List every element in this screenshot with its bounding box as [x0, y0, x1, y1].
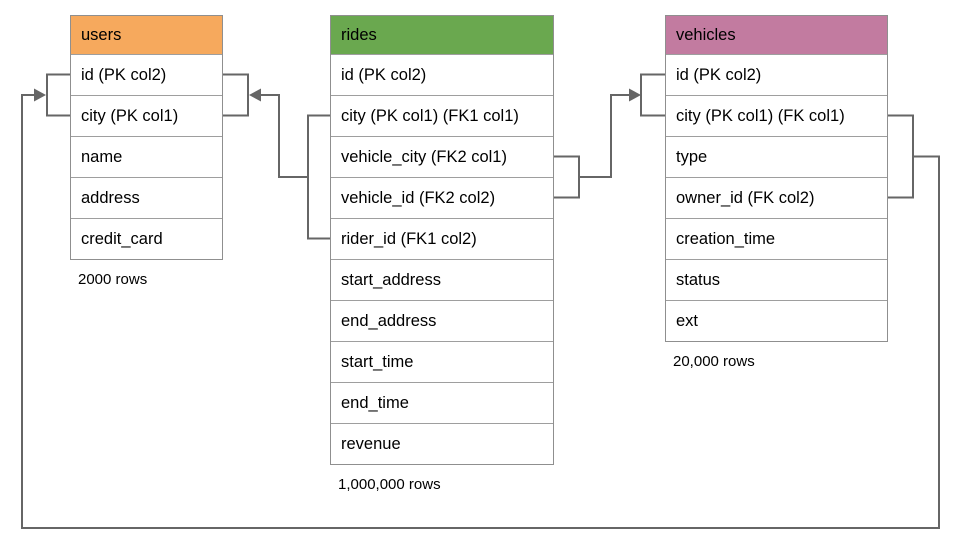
relationship-rides-to-users — [223, 73, 330, 240]
table-rides-header: rides — [331, 16, 553, 54]
column-row: city (PK col1) — [71, 95, 222, 136]
vehicles-row-count: 20,000 rows — [673, 353, 755, 370]
relationship-rides-to-vehicles — [554, 73, 665, 199]
column-row: end_address — [331, 300, 553, 341]
rides-left-bracket — [307, 114, 330, 240]
column-row: start_address — [331, 259, 553, 300]
rides-row-count: 1,000,000 rows — [338, 476, 441, 493]
arrowhead-right — [34, 88, 46, 102]
vehicles-left-bracket — [640, 73, 665, 117]
connector-line — [579, 94, 630, 178]
table-vehicles: vehicles id (PK col2) city (PK col1) (FK… — [665, 15, 888, 342]
column-row: id (PK col2) — [71, 54, 222, 95]
column-row: ext — [666, 300, 887, 341]
column-row: rider_id (FK1 col2) — [331, 218, 553, 259]
column-row: end_time — [331, 382, 553, 423]
relationship-vehicles-to-users — [21, 73, 940, 529]
column-row: credit_card — [71, 218, 222, 259]
users-left-bracket — [46, 73, 70, 117]
column-row: vehicle_city (FK2 col1) — [331, 136, 553, 177]
table-rides: rides id (PK col2) city (PK col1) (FK1 c… — [330, 15, 554, 465]
table-users-header: users — [71, 16, 222, 54]
connector-line — [260, 94, 308, 178]
table-vehicles-header: vehicles — [666, 16, 887, 54]
users-row-count: 2000 rows — [78, 271, 148, 288]
arrowhead-left — [249, 88, 261, 102]
column-row: city (PK col1) (FK1 col1) — [331, 95, 553, 136]
column-row: id (PK col2) — [666, 54, 887, 95]
column-row: id (PK col2) — [331, 54, 553, 95]
table-group-vehicles: vehicles id (PK col2) city (PK col1) (FK… — [665, 15, 888, 370]
column-row: vehicle_id (FK2 col2) — [331, 177, 553, 218]
column-row: owner_id (FK col2) — [666, 177, 887, 218]
arrowhead-right — [629, 88, 641, 102]
column-row: status — [666, 259, 887, 300]
column-row: type — [666, 136, 887, 177]
table-users: users id (PK col2) city (PK col1) name a… — [70, 15, 223, 260]
column-row: name — [71, 136, 222, 177]
table-group-users: users id (PK col2) city (PK col1) name a… — [70, 15, 223, 288]
rides-right-bracket — [554, 155, 580, 199]
column-row: creation_time — [666, 218, 887, 259]
users-right-bracket — [223, 73, 249, 117]
connector-line — [21, 94, 940, 529]
vehicles-right-bracket — [888, 114, 914, 199]
column-row: start_time — [331, 341, 553, 382]
column-row: city (PK col1) (FK col1) — [666, 95, 887, 136]
table-group-rides: rides id (PK col2) city (PK col1) (FK1 c… — [330, 15, 554, 493]
column-row: revenue — [331, 423, 553, 464]
column-row: address — [71, 177, 222, 218]
